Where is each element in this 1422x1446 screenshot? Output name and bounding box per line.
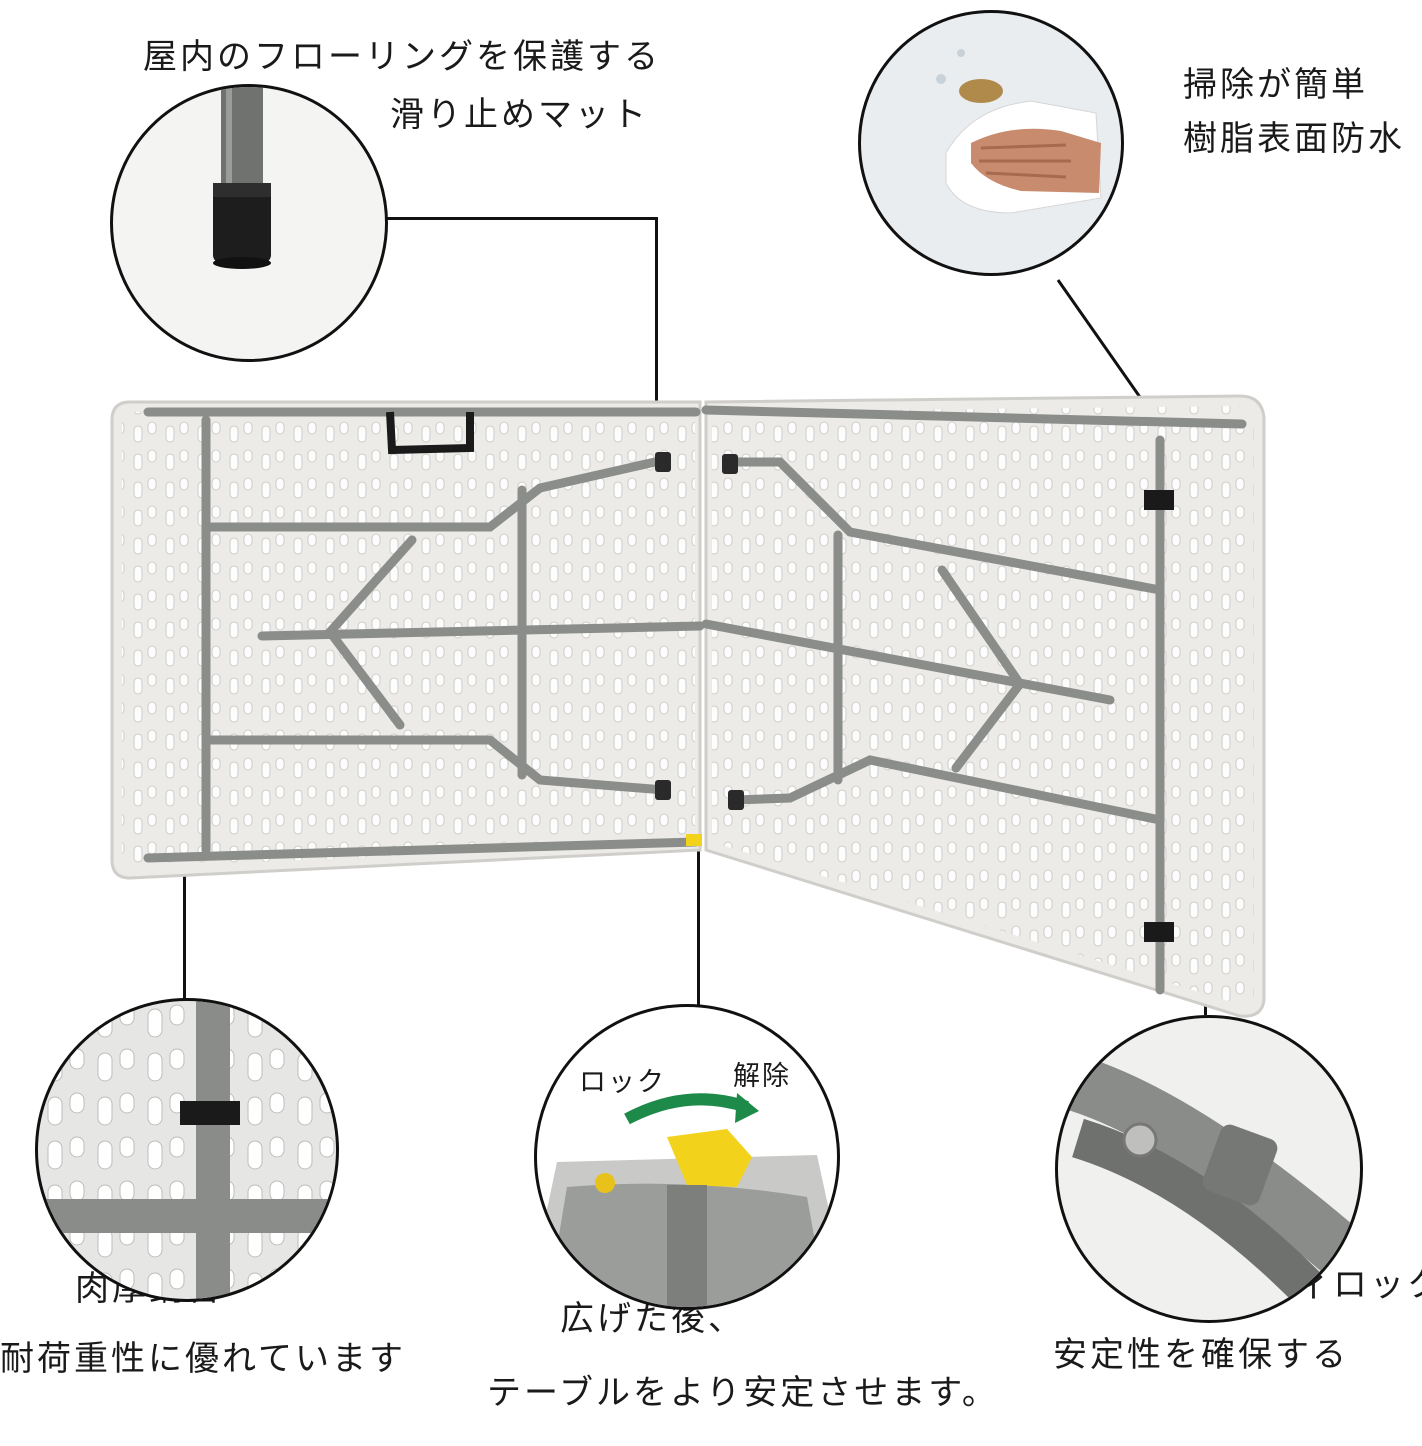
- lock-arrow-right-label: 解除: [733, 1061, 791, 1092]
- mat-leader-horizontal: [384, 217, 657, 220]
- security-label-line2: 安定性を確保する: [1053, 1335, 1349, 1375]
- pipe-label-line2: 耐荷重性に優れています: [0, 1339, 406, 1379]
- pipe-leader-vertical: [183, 783, 186, 1000]
- lock-leader-vertical: [697, 840, 700, 1005]
- leg-cap-closeup: [110, 84, 388, 362]
- carry-handle: [386, 411, 474, 455]
- mat-label-line2: 滑り止めマット: [390, 95, 649, 135]
- lock-arrow-left-label: ロック: [579, 1067, 666, 1098]
- clean-label-line2: 樹脂表面防水: [1183, 119, 1405, 159]
- lock-mechanism-closeup: ロック 解除: [534, 1004, 840, 1310]
- mat-label-line1: 屋内のフローリングを保護する: [143, 37, 661, 77]
- cleaning-closeup: [858, 10, 1124, 276]
- steel-pipe-closeup: [35, 998, 339, 1302]
- security-lock-closeup: [1055, 1015, 1363, 1323]
- leg-clip-bottom: [1144, 922, 1174, 942]
- lock-label-line2: テーブルをより安定させます。: [487, 1373, 999, 1413]
- clean-label-line1: 掃除が簡単: [1183, 65, 1368, 105]
- leg-clip-top: [1144, 490, 1174, 510]
- center-lock-yellow: [686, 834, 702, 846]
- mat-leader-vertical: [655, 217, 658, 442]
